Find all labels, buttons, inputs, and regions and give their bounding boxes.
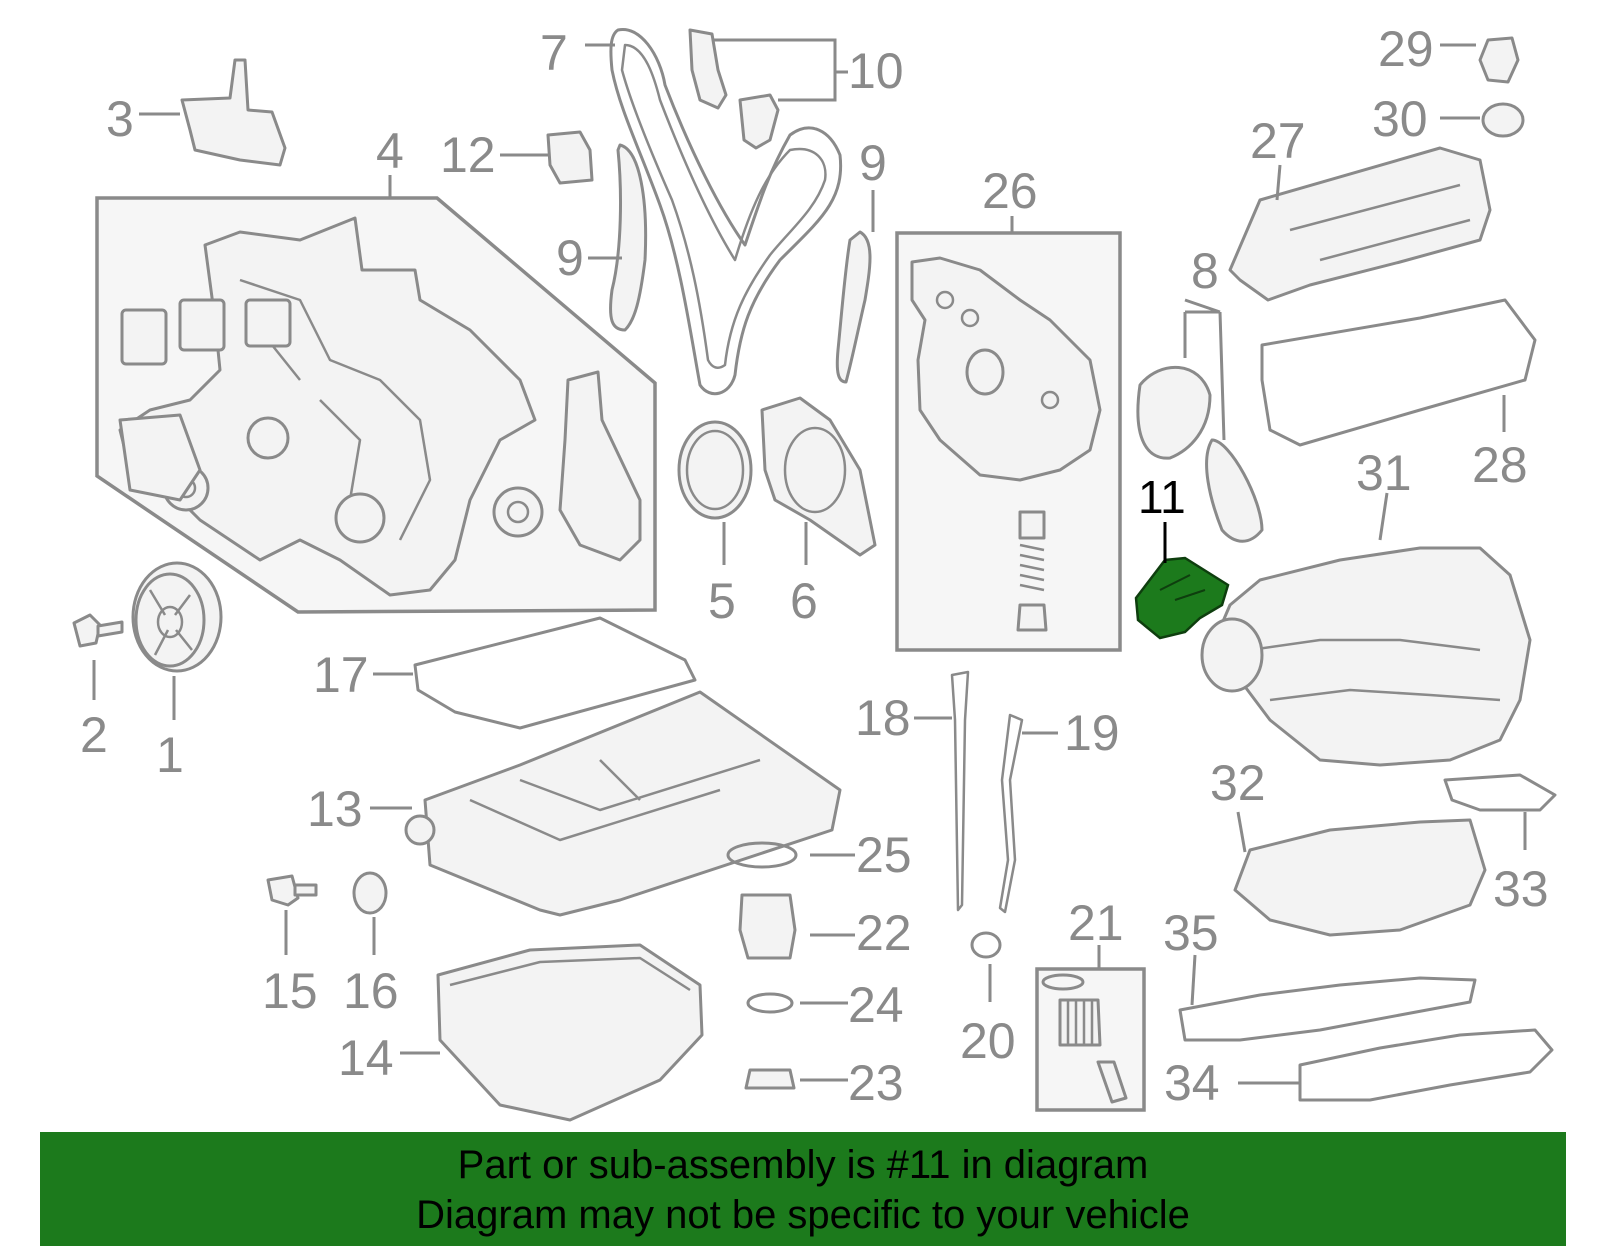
- upper-oil-pan-port: [404, 814, 436, 846]
- intake-throttle-opening: [1200, 617, 1264, 693]
- banner-line-2: Diagram may not be specific to your vehi…: [416, 1193, 1190, 1237]
- chain-tensioner-lower: [738, 93, 780, 150]
- callout-18: 18: [855, 690, 911, 746]
- valve-cover-detail: [1289, 183, 1471, 262]
- intake-manifold: [1213, 546, 1532, 767]
- callout-2: 2: [80, 707, 108, 763]
- upper-oil-pan: [423, 690, 842, 917]
- chain-tensioner-upper: [688, 28, 728, 110]
- callout-labels: 1 2 3 4 5 6 7 8 9 9 10 11 12 13 14 15 16…: [80, 21, 1549, 1111]
- callout-34: 34: [1164, 1055, 1220, 1111]
- rear-seal-retainer-hole: [783, 426, 847, 514]
- upper-oil-pan-gasket: [413, 616, 697, 730]
- seal-gasket-a: [1136, 365, 1212, 460]
- timing-chain: [609, 28, 843, 396]
- callout-6: 6: [790, 573, 818, 629]
- oil-pump-group: [895, 231, 1122, 652]
- timing-chain-inner: [620, 43, 827, 369]
- callout-17: 17: [313, 647, 369, 703]
- callout-7: 7: [540, 25, 568, 81]
- filter-drain-plug-23: [744, 1068, 796, 1090]
- callout-25: 25: [856, 827, 912, 883]
- bracket-part-3: [180, 58, 287, 167]
- oil-filter-cap: [738, 893, 797, 960]
- pulley-bolt: [72, 613, 124, 648]
- drain-plug-thread: [293, 883, 318, 897]
- plenum-gasket-33: [1443, 773, 1557, 812]
- callout-20: 20: [960, 1013, 1016, 1069]
- upper-oil-pan-ribs: [469, 758, 761, 842]
- callout-28: 28: [1472, 437, 1528, 493]
- filter-cap-oring-25: [726, 841, 798, 869]
- lower-oil-pan: [436, 943, 704, 1122]
- callout-9a: 9: [556, 230, 584, 286]
- callout-11: 11: [1138, 471, 1186, 523]
- intake-manifold-runners: [1249, 638, 1501, 702]
- intake-gasket-35: [1178, 976, 1477, 1042]
- callout-5: 5: [708, 573, 736, 629]
- callout-14: 14: [338, 1030, 394, 1086]
- callout-19: 19: [1064, 705, 1120, 761]
- callout-35: 35: [1163, 905, 1219, 961]
- filter-cap-oring-24: [746, 992, 794, 1014]
- valve-cover: [1228, 146, 1492, 302]
- callout-4: 4: [376, 123, 404, 179]
- front-crank-seal: [677, 420, 753, 520]
- callout-10: 10: [848, 43, 904, 99]
- callout-12: 12: [440, 127, 496, 183]
- oil-dipstick: [950, 670, 970, 912]
- bracket-part-12: [546, 130, 594, 185]
- callout-30: 30: [1372, 91, 1428, 147]
- seal-gasket-b: [1205, 438, 1264, 543]
- callout-21: 21: [1068, 895, 1124, 951]
- callout-1: 1: [156, 727, 184, 783]
- dipstick-oring: [970, 931, 1002, 959]
- callout-23: 23: [848, 1055, 904, 1111]
- banner-line-1: Part or sub-assembly is #11 in diagram: [457, 1143, 1149, 1187]
- callout-26: 26: [982, 163, 1038, 219]
- callout-24: 24: [848, 977, 904, 1033]
- callout-29: 29: [1378, 21, 1434, 77]
- crankshaft-pulley: [131, 561, 223, 673]
- drain-plug: [266, 874, 300, 907]
- callout-27: 27: [1250, 113, 1306, 169]
- drain-plug-washer: [352, 871, 388, 915]
- callout-9b: 9: [859, 135, 887, 191]
- filler-cap-seal: [1481, 102, 1525, 138]
- callout-3: 3: [106, 91, 134, 147]
- info-banner: Part or sub-assembly is #11 in diagram D…: [40, 1132, 1566, 1246]
- valve-cover-gasket: [1260, 298, 1537, 447]
- front-crank-seal-inner: [685, 429, 745, 511]
- callout-16: 16: [343, 963, 399, 1019]
- rear-seal-retainer: [760, 396, 877, 557]
- callout-13: 13: [307, 781, 363, 837]
- lower-oil-pan-rim: [449, 956, 691, 992]
- highlighted-part-11-detail: [1159, 574, 1206, 601]
- oil-filter-group: [1035, 967, 1146, 1112]
- intake-lower-plenum: [1233, 818, 1487, 937]
- callout-8: 8: [1191, 243, 1219, 299]
- timing-cover-group: [95, 196, 657, 614]
- dipstick-tube: [998, 713, 1024, 914]
- callout-22: 22: [856, 905, 912, 961]
- callout-32: 32: [1210, 755, 1266, 811]
- callout-15: 15: [262, 963, 318, 1019]
- intake-gasket-34: [1298, 1028, 1554, 1102]
- oil-filler-cap: [1478, 36, 1520, 84]
- chain-guide-right: [835, 230, 872, 384]
- callout-31: 31: [1356, 445, 1412, 501]
- chain-guide-left: [609, 143, 648, 332]
- leader-lines: [92, 38, 1527, 1085]
- callout-33: 33: [1493, 861, 1549, 917]
